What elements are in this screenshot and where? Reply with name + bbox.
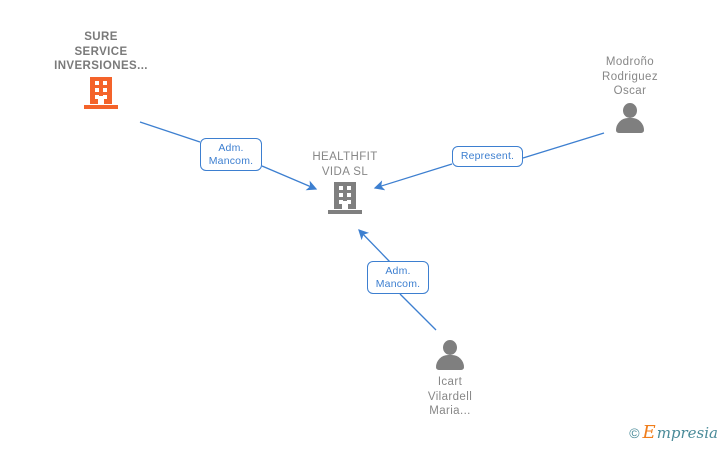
brand-name: mpresia <box>656 424 718 442</box>
building-door <box>98 95 104 104</box>
node-sure-service[interactable]: SURE SERVICE INVERSIONES... <box>41 30 161 109</box>
brand-initial: E <box>642 422 656 443</box>
person-shoulders <box>436 355 464 370</box>
edge-label-adm-mancom-sure[interactable]: Adm. Mancom. <box>200 138 262 171</box>
building-window <box>347 200 351 204</box>
building-door <box>342 201 348 209</box>
edge-line-label-to-healthfit-bottom <box>358 229 391 263</box>
person-icon[interactable] <box>433 339 467 371</box>
building-window <box>95 80 99 85</box>
edge-line-modrono-to-label <box>522 132 605 159</box>
edge-line-label-to-healthfit-right <box>373 163 453 191</box>
node-healthfit-vida-sl[interactable]: HEALTHFIT VIDA SL <box>285 150 405 214</box>
empresia-watermark: © E mpresia <box>629 424 718 442</box>
building-window <box>347 193 351 197</box>
building-base <box>328 210 362 214</box>
node-label-modrono: Modroño Rodriguez Oscar <box>601 56 659 97</box>
building-window <box>95 94 99 99</box>
node-label-healthfit: HEALTHFIT VIDA SL <box>312 151 378 178</box>
person-icon[interactable] <box>613 102 647 134</box>
node-icart-vilardell-maria[interactable]: Icart Vilardell Maria... <box>390 336 510 419</box>
edge-line-sure-to-label <box>139 121 201 143</box>
person-shoulders <box>616 117 644 133</box>
building-window <box>339 200 343 204</box>
building-window <box>347 186 351 190</box>
building-window <box>339 193 343 197</box>
building-window <box>103 94 107 99</box>
building-icon[interactable] <box>84 76 118 109</box>
building-window <box>103 80 107 85</box>
building-window <box>95 87 99 92</box>
building-base <box>84 104 118 109</box>
node-modrono-rodriguez-oscar[interactable]: Modroño Rodriguez Oscar <box>570 55 690 134</box>
node-label-icart: Icart Vilardell Maria... <box>427 376 473 417</box>
copyright-icon: © <box>629 425 640 441</box>
building-window <box>103 87 107 92</box>
edge-label-represent-modrono[interactable]: Represent. <box>452 146 523 167</box>
node-label-sure-service: SURE SERVICE INVERSIONES... <box>54 31 148 72</box>
edge-label-adm-mancom-icart[interactable]: Adm. Mancom. <box>367 261 429 294</box>
building-icon[interactable] <box>328 182 362 214</box>
person-head <box>443 340 457 355</box>
edge-line-icart-to-label <box>399 293 437 331</box>
edge-line-label-to-healthfit <box>261 165 318 191</box>
person-head <box>623 102 637 118</box>
building-window <box>339 186 343 190</box>
